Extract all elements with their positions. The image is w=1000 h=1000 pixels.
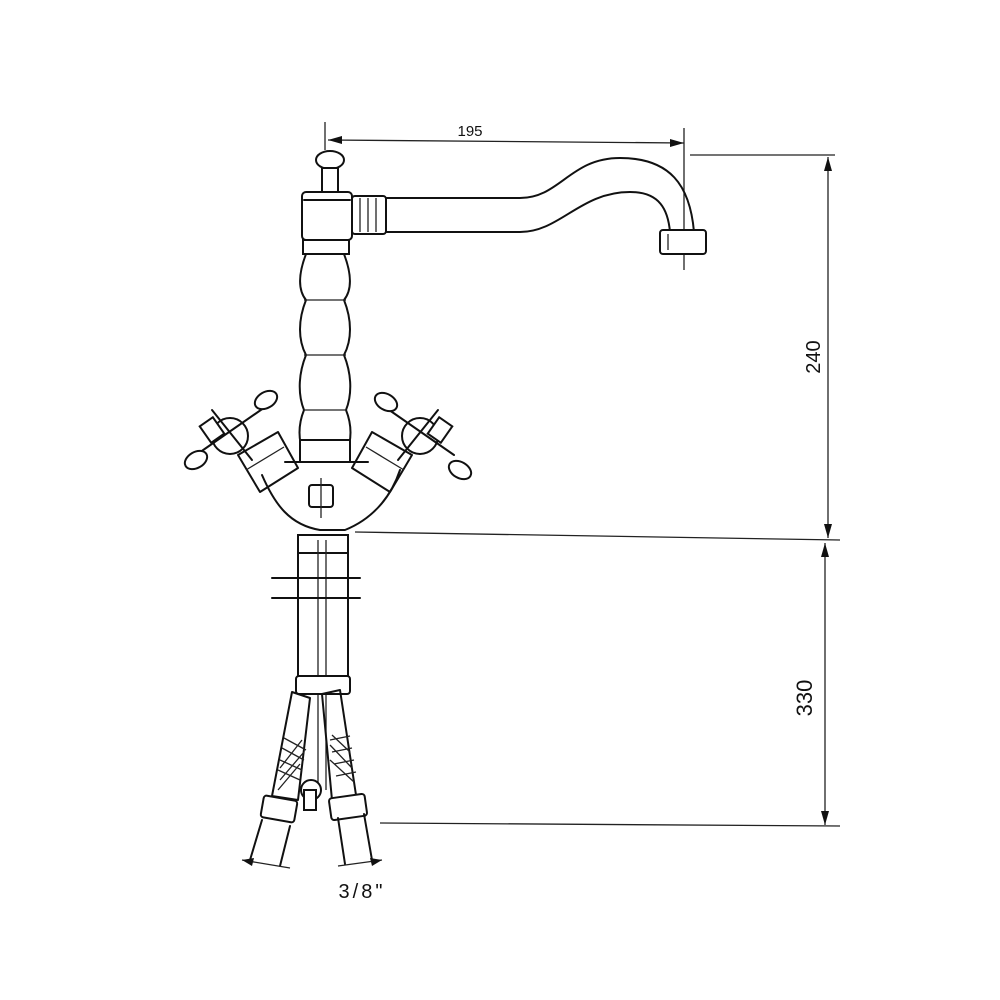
dimension-height: 240 (690, 154, 835, 538)
dimension-label-330: 330 (792, 680, 817, 717)
dimension-label-195: 195 (457, 123, 482, 140)
deck-line (354, 531, 841, 541)
faucet-body (183, 150, 707, 531)
dimension-spout-reach: 195 (324, 122, 685, 270)
dimension-label-240: 240 (803, 340, 825, 373)
mounting-shank (271, 534, 361, 790)
flexible-hose-left (249, 691, 311, 867)
dimension-connection-size: 3/8" (241, 858, 386, 903)
dimension-label-3-8-inch: 3/8" (339, 881, 386, 903)
dimension-hose-length: 330 (379, 543, 841, 827)
flexible-hose-right (321, 689, 373, 865)
